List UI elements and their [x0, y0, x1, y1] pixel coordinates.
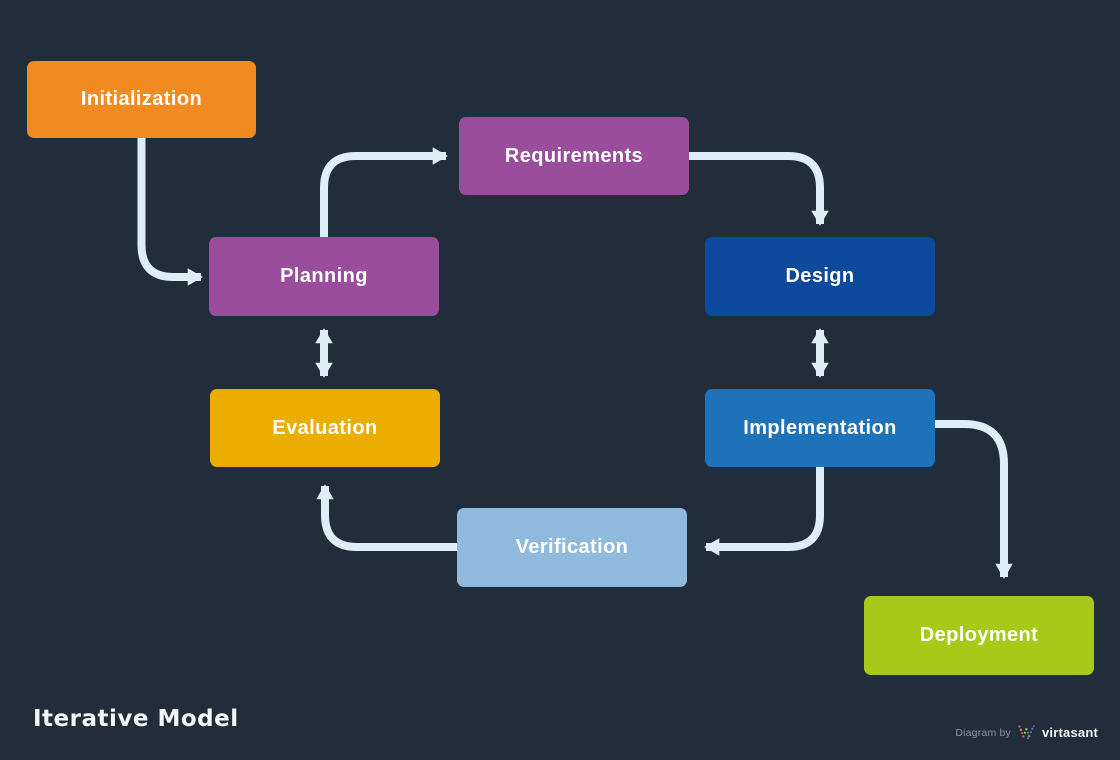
node-planning-label: Planning [280, 265, 368, 287]
node-evaluation-label: Evaluation [272, 416, 378, 439]
node-verification-label: Verification [515, 536, 629, 558]
node-implementation: Implementation [705, 389, 935, 467]
arrow-requirements-to-design [689, 152, 829, 226]
node-initialization-label: Initialization [80, 88, 203, 110]
node-deployment: Deployment [864, 596, 1094, 675]
brand-name: virtasant [1042, 725, 1098, 740]
node-implementation-label: Implementation [743, 416, 897, 439]
arrow-implementation-to-deployment [935, 420, 1013, 579]
arrow-planning-to-requirements [320, 147, 448, 237]
arrow-initialization-to-planning [137, 138, 203, 286]
virtasant-logo-icon [1018, 725, 1035, 740]
arrow-implementation-to-verification [704, 467, 824, 556]
credit-prefix: Diagram by [955, 726, 1011, 739]
node-planning: Planning [209, 237, 439, 316]
node-initialization: Initialization [27, 61, 256, 138]
node-design: Design [705, 237, 935, 316]
node-deployment-label: Deployment [919, 624, 1039, 646]
node-evaluation: Evaluation [210, 389, 440, 467]
arrow-verification-to-evaluation [316, 484, 457, 551]
credit-line: Diagram by virtasant [955, 724, 1098, 741]
node-requirements-label: Requirements [504, 144, 644, 167]
node-design-label: Design [785, 265, 855, 287]
node-requirements: Requirements [459, 117, 689, 195]
node-verification: Verification [457, 508, 687, 587]
diagram-title: Iterative Model [33, 706, 239, 732]
